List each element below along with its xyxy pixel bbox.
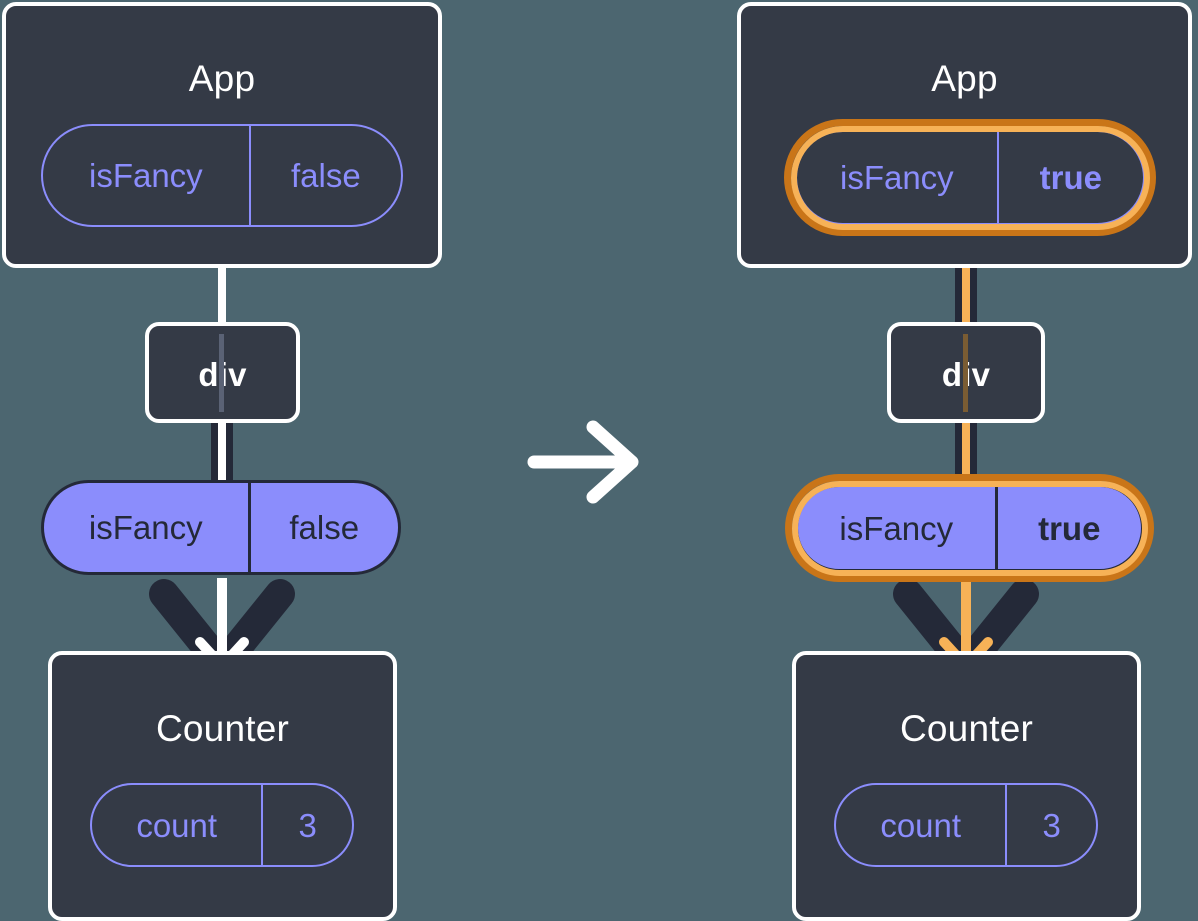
connector-app-to-div <box>218 262 226 324</box>
state-pill-counter-count[interactable]: count 3 <box>90 783 354 867</box>
component-title-counter: Counter <box>899 708 1034 749</box>
counter-pill-key: count <box>880 806 962 844</box>
state-pill-app-isfancy[interactable]: isFancy true <box>795 130 1145 225</box>
prop-pill-isfancy[interactable]: isFancy false <box>41 480 401 575</box>
counter-pill-value: 3 <box>1005 785 1096 865</box>
connector-div-to-pill-core <box>962 421 970 485</box>
state-pill-value: false <box>248 126 401 225</box>
prop-pill-value: false <box>247 483 398 572</box>
counter-pill-key: count <box>136 806 218 844</box>
sparkle-icon-prop <box>994 345 1064 430</box>
component-title-counter: Counter <box>155 708 290 749</box>
prop-pill-key: isFancy <box>839 509 954 547</box>
state-pill-key: isFancy <box>839 159 954 196</box>
connector-inside-div <box>963 334 968 412</box>
panel-after: App isFancy true div isFancy true <box>599 0 1198 921</box>
prop-pill-value: true <box>994 487 1141 569</box>
connector-app-to-div-core <box>962 228 970 324</box>
component-title-app: App <box>188 58 256 99</box>
state-pill-app-isfancy[interactable]: isFancy false <box>41 124 403 227</box>
state-pill-key: isFancy <box>88 157 203 194</box>
prop-pill-isfancy[interactable]: isFancy true <box>795 484 1144 572</box>
prop-pill-key: isFancy <box>88 509 203 546</box>
panel-before: App isFancy false div isFancy false Coun… <box>2 2 442 921</box>
state-pill-counter-count[interactable]: count 3 <box>834 783 1098 867</box>
transition-arrow-icon <box>527 420 639 504</box>
connector-inside-div <box>219 334 224 412</box>
state-pill-value: true <box>996 132 1143 223</box>
component-box-counter[interactable]: Counter <box>48 651 397 921</box>
connector-div-to-pill-core <box>218 421 226 485</box>
counter-pill-value: 3 <box>261 785 352 865</box>
sparkle-icon-app <box>989 0 1059 81</box>
component-title-app: App <box>931 58 998 99</box>
